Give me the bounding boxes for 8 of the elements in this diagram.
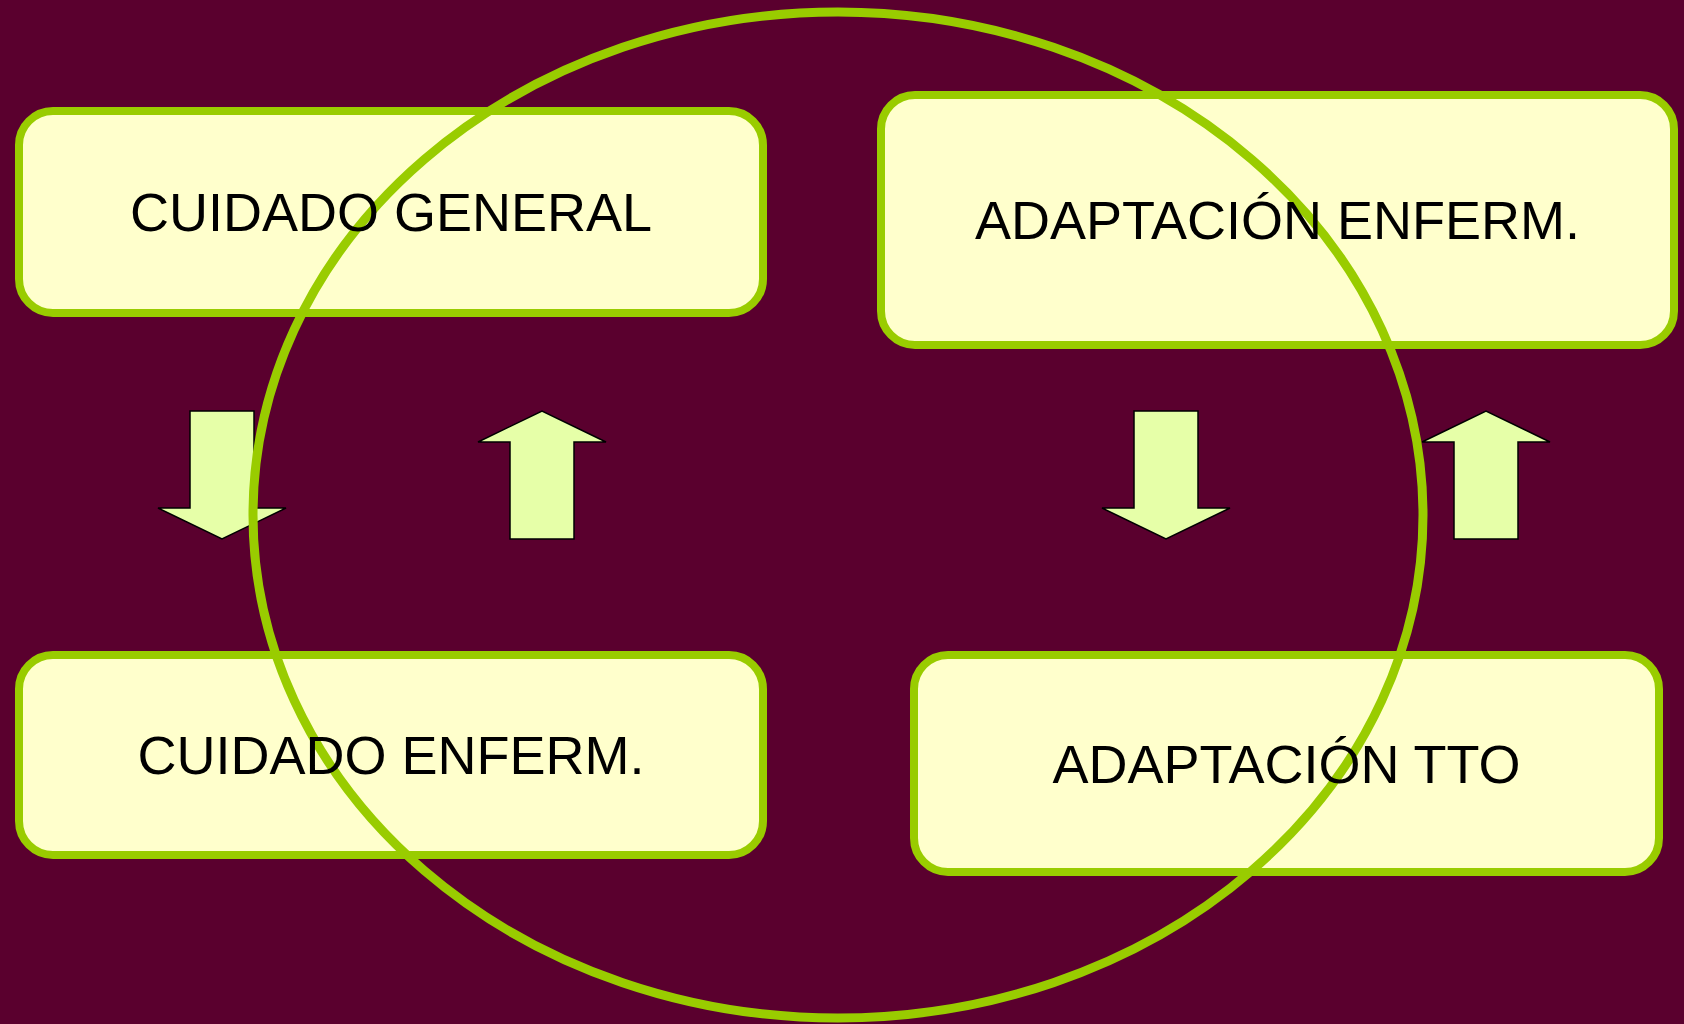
block-arrow [477, 410, 607, 540]
block-arrow [157, 410, 287, 540]
block-arrow [1101, 410, 1231, 540]
process-box [15, 107, 767, 317]
process-box [910, 651, 1663, 876]
process-box [15, 651, 767, 859]
block-arrow [1421, 410, 1551, 540]
process-box [877, 91, 1678, 349]
